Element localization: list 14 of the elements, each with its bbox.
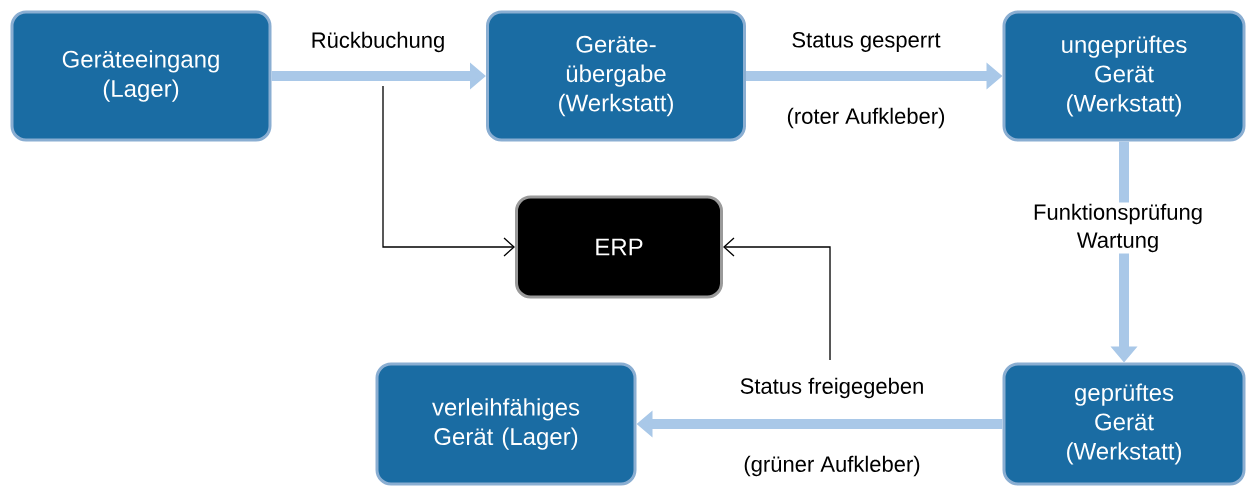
process-box: verleihfähiges Gerät (Lager)	[375, 362, 637, 486]
connector-arrow	[723, 237, 831, 361]
process-box: ungeprüftes Gerät (Werkstatt)	[1002, 10, 1246, 142]
edge-label: Status gesperrt	[790, 30, 942, 54]
status-note: (roter Aufkleber)	[787, 107, 945, 129]
terminal-box: ERP	[515, 195, 723, 299]
process-box: Geräte-übergabe (Werkstatt)	[486, 10, 746, 142]
connector-arrow	[382, 85, 515, 257]
process-box: geprüftes Gerät (Werkstatt)	[1002, 362, 1246, 486]
status-note: (grüner Aufkleber)	[744, 455, 920, 477]
edge-label: Rückbuchung	[309, 30, 447, 54]
edge-label: Funktionsprüfung Wartung	[1021, 202, 1215, 254]
edge-label: Status freigegeben	[738, 376, 926, 400]
process-box: Geräteeingang (Lager)	[10, 10, 272, 142]
